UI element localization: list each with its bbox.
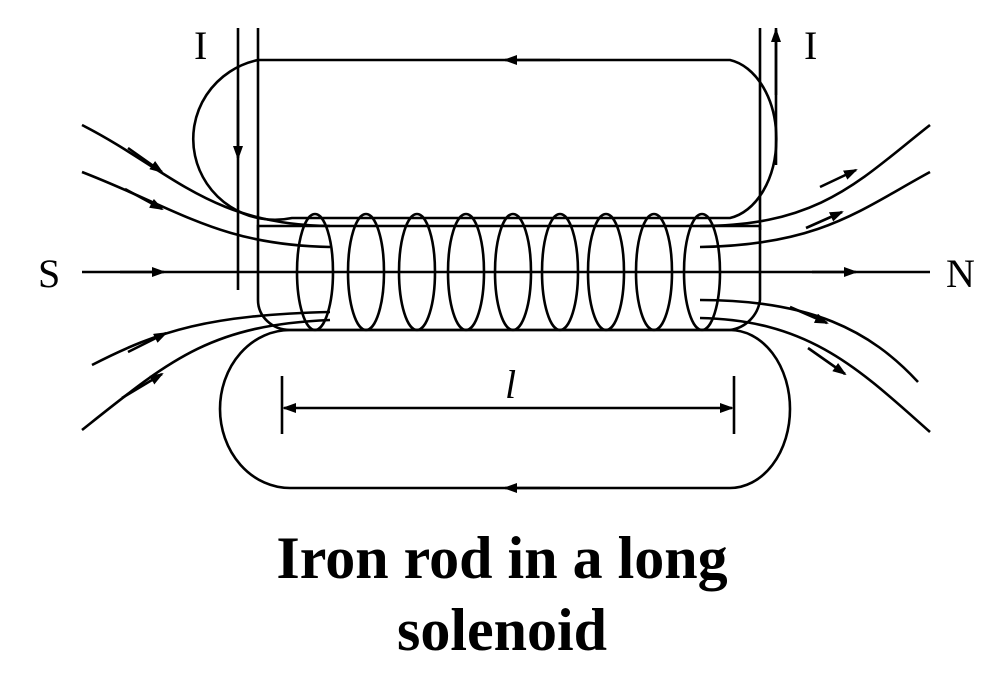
field-arrow-1 — [127, 146, 164, 174]
field-arrow-5 — [819, 168, 858, 189]
caption-line-1: Iron rod in a long — [276, 525, 728, 591]
field-line-bottom-1 — [91, 310, 331, 367]
field-line-bottom-right-1 — [699, 298, 919, 383]
upper-field-loop — [191, 58, 778, 222]
coil-turn — [295, 212, 335, 332]
length-label: l — [505, 362, 516, 407]
diagram-caption: Iron rod in a long solenoid — [0, 522, 1004, 666]
current-in-label: I — [194, 23, 207, 68]
field-line-top-2 — [81, 170, 331, 249]
coil-turn — [446, 212, 486, 332]
field-arrow-4 — [121, 372, 164, 400]
field-arrow-7 — [789, 305, 829, 325]
caption-line-2: solenoid — [396, 597, 608, 663]
lower-field-loop — [218, 328, 792, 490]
solenoid-coil — [295, 212, 722, 332]
field-arrows — [120, 146, 858, 400]
coil-turn — [346, 212, 386, 332]
field-line-top-right-2 — [699, 170, 931, 249]
coil-turn — [634, 212, 674, 332]
current-out-label: I — [804, 23, 817, 68]
coil-turn — [493, 212, 533, 332]
coil-turn — [682, 212, 722, 332]
field-lines — [81, 123, 931, 433]
field-line-top-right-1 — [699, 123, 931, 228]
field-arrow-8 — [807, 346, 847, 376]
south-pole-label: S — [38, 251, 60, 296]
field-arrow-3 — [127, 331, 168, 354]
lead-wires — [236, 28, 778, 290]
field-arrow-6 — [805, 210, 844, 230]
field-arrow-2 — [124, 187, 164, 211]
north-pole-label: N — [946, 251, 975, 296]
length-dimension — [280, 376, 736, 434]
field-line-bottom-right-2 — [699, 316, 931, 433]
coil-turn — [540, 212, 580, 332]
field-line-top-1 — [81, 123, 331, 228]
coil-turn — [397, 212, 437, 332]
field-line-bottom-2 — [81, 318, 331, 432]
coil-turn — [586, 212, 626, 332]
